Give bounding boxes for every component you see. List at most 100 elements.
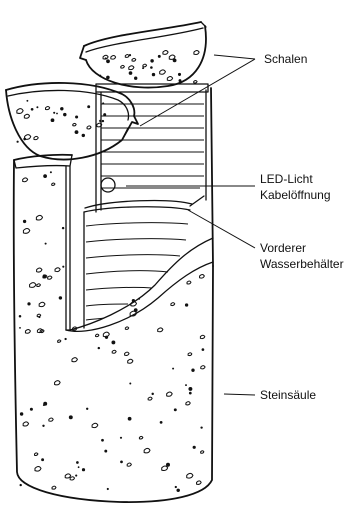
- stone-speck: [150, 66, 153, 69]
- stone-speck: [101, 439, 104, 442]
- stone-speck: [19, 327, 21, 329]
- stone-speck: [150, 59, 153, 62]
- stone-speck: [132, 299, 135, 302]
- stone-speck: [75, 115, 78, 118]
- stone-speck: [23, 138, 26, 141]
- stone-speck: [143, 64, 147, 67]
- stone-speck: [72, 358, 77, 362]
- stone-speck: [103, 113, 106, 116]
- column-pointer: [224, 394, 255, 395]
- stone-speck: [197, 481, 202, 485]
- stone-speck: [128, 359, 133, 363]
- stone-speck: [111, 56, 116, 60]
- label-bowls: Schalen: [264, 52, 307, 66]
- stone-speck: [41, 458, 44, 461]
- stone-speck: [129, 66, 134, 70]
- stone-speck: [56, 113, 58, 115]
- stone-speck: [27, 302, 30, 305]
- stone-speck: [17, 109, 23, 114]
- stone-speck: [24, 114, 29, 118]
- stone-speck: [200, 335, 204, 338]
- stone-speck: [121, 65, 125, 68]
- stone-speck: [96, 334, 99, 336]
- stone-speck: [201, 451, 204, 453]
- stone-speck: [125, 55, 129, 58]
- stone-speck: [23, 422, 28, 426]
- stone-speck: [58, 340, 61, 342]
- stone-speck: [37, 284, 41, 287]
- stone-speck: [36, 106, 38, 108]
- stone-speck: [191, 369, 194, 372]
- stone-speck: [106, 59, 110, 63]
- stone-speck: [65, 474, 71, 478]
- stone-speck: [167, 77, 172, 81]
- stone-speck: [107, 488, 109, 490]
- stone-speck: [169, 55, 175, 59]
- stone-speck: [73, 123, 76, 126]
- label-front-reservoir-1: Vorderer: [260, 241, 306, 255]
- reservoir-pointer: [188, 210, 255, 248]
- stone-speck: [52, 486, 56, 489]
- stone-speck: [151, 393, 153, 395]
- stone-speck: [175, 486, 177, 488]
- stone-speck: [53, 112, 55, 114]
- stone-speck: [138, 298, 140, 300]
- upper-bowl: [80, 22, 206, 88]
- stone-speck: [106, 76, 110, 80]
- stone-speck: [19, 315, 22, 318]
- stone-speck: [167, 392, 173, 396]
- stone-speck: [43, 402, 47, 406]
- label-cable-opening: Kabelöffnung: [260, 188, 331, 202]
- stone-speck: [162, 466, 168, 471]
- stone-speck: [129, 71, 133, 75]
- stone-speck: [158, 55, 161, 58]
- stone-speck: [37, 314, 40, 317]
- stone-speck: [132, 58, 136, 61]
- stone-speck: [105, 336, 108, 339]
- stone-speck: [200, 426, 202, 428]
- stone-speck: [82, 134, 85, 137]
- stone-speck: [87, 105, 90, 108]
- label-front-reservoir-2: Wasserbehälter: [260, 257, 344, 271]
- stone-speck: [194, 51, 199, 55]
- stone-speck: [128, 417, 132, 421]
- stone-speck: [202, 348, 205, 351]
- stone-column: [14, 88, 213, 502]
- stone-speck: [112, 350, 116, 353]
- stone-speck: [189, 392, 192, 395]
- stone-speck: [174, 408, 177, 411]
- stone-speck: [200, 274, 205, 278]
- stone-speck: [55, 268, 60, 272]
- stone-speck: [31, 108, 34, 111]
- stone-speck: [99, 120, 101, 122]
- stone-speck: [120, 461, 123, 464]
- stone-speck: [158, 328, 163, 332]
- stone-speck: [20, 412, 23, 415]
- stone-speck: [171, 303, 175, 306]
- stone-speck: [35, 453, 38, 456]
- stone-speck: [102, 102, 104, 104]
- stone-speck: [23, 178, 28, 182]
- stone-speck: [193, 446, 196, 449]
- stone-speck: [92, 423, 98, 427]
- stone-speck: [52, 183, 55, 185]
- stone-speck: [87, 126, 91, 129]
- stone-speck: [102, 120, 104, 122]
- stone-speck: [30, 283, 36, 288]
- stone-speck: [59, 296, 62, 299]
- stone-speck: [163, 50, 168, 54]
- stone-speck: [142, 67, 144, 69]
- led-light-icon: [101, 178, 115, 192]
- stone-speck: [75, 130, 79, 134]
- stone-speck: [125, 352, 129, 355]
- stone-speck: [48, 276, 52, 279]
- stone-speck: [23, 220, 26, 223]
- label-led-light: LED-Licht: [260, 172, 313, 186]
- stone-speck: [62, 266, 64, 268]
- stone-speck: [125, 327, 128, 330]
- stone-speck: [17, 141, 19, 143]
- stone-speck: [49, 418, 53, 421]
- label-stone-column: Steinsäule: [260, 388, 316, 402]
- stone-speck: [45, 243, 47, 245]
- stone-speck: [179, 79, 182, 82]
